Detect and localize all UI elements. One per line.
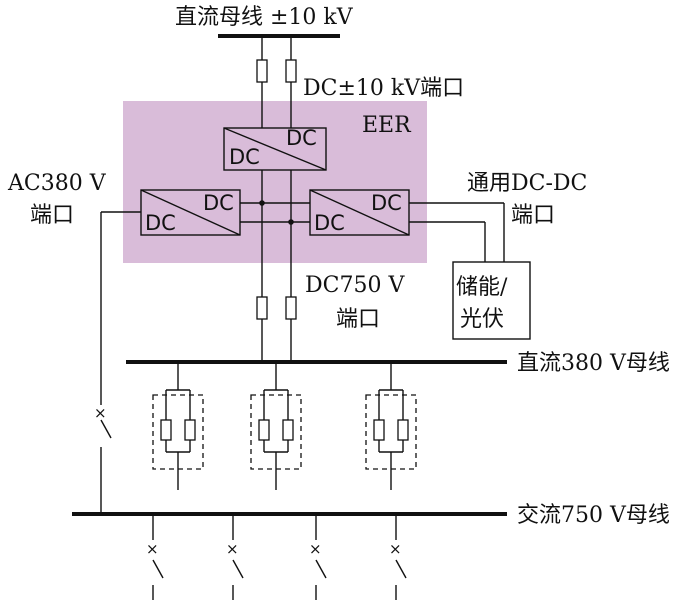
svg-text:×: ×	[309, 540, 322, 558]
converter-left-diagonal	[140, 189, 241, 236]
converter-right-dc-right: DC	[371, 191, 402, 215]
feeder-switch-3: ×	[309, 514, 327, 600]
svg-text:×: ×	[226, 540, 239, 558]
dc380-bus-label: 直流380 V母线	[517, 351, 670, 376]
converter-top	[223, 127, 327, 171]
dc750-label-line2: 端口	[336, 307, 380, 332]
dc10kv-port-label: DC±10 kV端口	[303, 76, 464, 101]
ac380-label-line2: 端口	[30, 203, 74, 228]
ac380-label-line1: AC380 V	[7, 171, 107, 196]
feeder-switch-1: ×	[146, 514, 164, 600]
storage-label-line2: 光伏	[460, 307, 504, 332]
fuse-mid-right	[285, 296, 297, 320]
fuse-top-left	[256, 59, 268, 83]
junction-dot-2	[288, 219, 294, 225]
fuse-mid-left	[256, 296, 268, 320]
converter-right-dc-left: DC	[314, 211, 345, 235]
converter-left-dc-right: DC	[203, 191, 234, 215]
feeder-switch-4: ×	[389, 514, 407, 600]
svg-text:×: ×	[146, 540, 159, 558]
load-group-3	[365, 362, 417, 490]
dcdc-label-line2: 端口	[511, 203, 555, 228]
junction-dot-1	[259, 200, 265, 206]
eer-label: EER	[362, 113, 412, 138]
svg-text:×: ×	[389, 540, 402, 558]
converter-right-diagonal	[309, 189, 410, 236]
converter-top-dc-left: DC	[229, 145, 260, 169]
converter-right	[309, 189, 410, 236]
fuse-top-right	[285, 59, 297, 83]
load-group-2	[250, 362, 302, 490]
storage-pv-box	[452, 261, 531, 340]
storage-label-line1: 储能/	[456, 275, 508, 300]
load-group-1	[152, 362, 204, 490]
converter-top-diagonal	[223, 127, 327, 171]
switch-ac380-blade	[100, 419, 112, 439]
top-bus-label: 直流母线 ±10 kV	[175, 5, 354, 30]
dc750-label-line1: DC750 V	[305, 273, 405, 298]
converter-top-dc-right: DC	[286, 126, 317, 150]
converter-left-dc-left: DC	[145, 211, 176, 235]
ac750-bus-label: 交流750 V母线	[517, 503, 670, 528]
dcdc-label-line1: 通用DC-DC	[467, 171, 587, 196]
feeder-switch-2: ×	[226, 514, 244, 600]
switch-ac380-cross: ×	[94, 404, 107, 422]
